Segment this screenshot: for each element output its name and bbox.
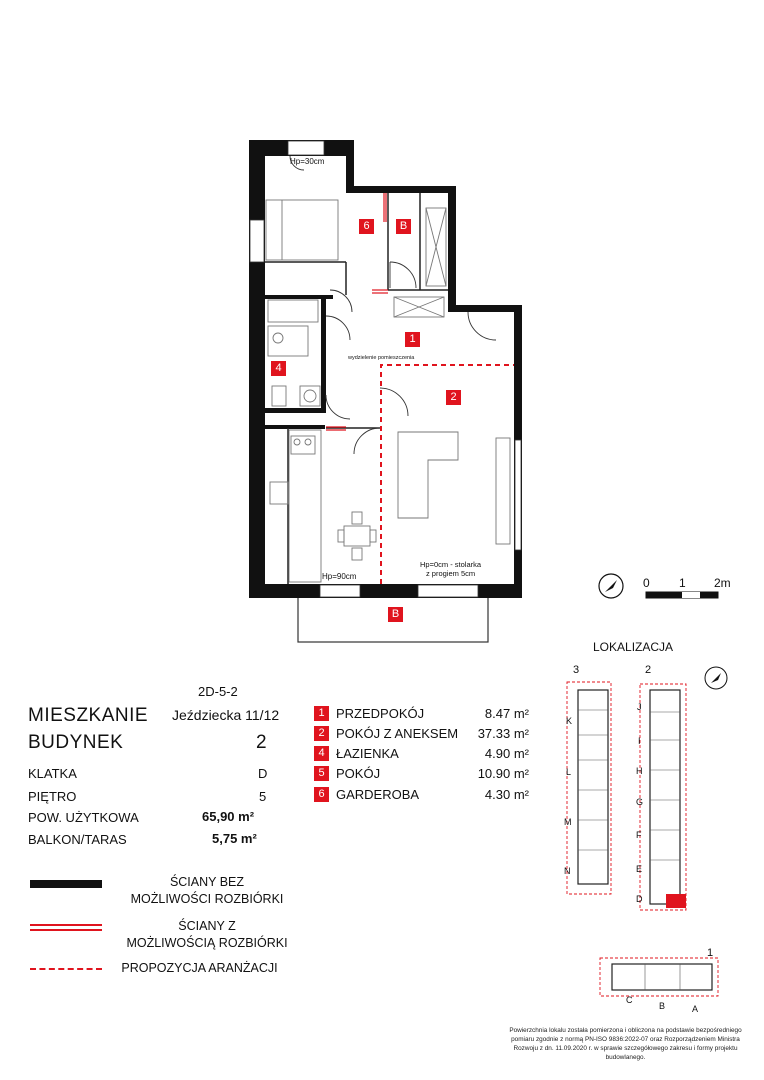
stair-label-g: G bbox=[636, 797, 644, 807]
legend-proposal-swatch bbox=[30, 968, 102, 970]
hp-kitchen-label: Hp=90cm bbox=[322, 572, 357, 581]
room-area: 10.90 m² bbox=[477, 766, 529, 781]
room-marker-2: 2 bbox=[446, 390, 461, 405]
room-marker-balcony: B bbox=[388, 607, 403, 622]
stair-label-m: M bbox=[564, 817, 572, 827]
legend-fixed-walls: ŚCIANY BEZ MOŻLIWOŚCI ROZBIÓRKI bbox=[130, 875, 284, 906]
inner-walls bbox=[265, 193, 448, 584]
pietro-label: PIĘTRO bbox=[28, 789, 77, 804]
hp-living-label: Hp=0cm - stolarka z progiem 5cm bbox=[420, 560, 482, 578]
scale-label-1: 1 bbox=[679, 576, 686, 590]
proposal-lines bbox=[380, 364, 514, 584]
footnote: Powierzchnia lokalu została pomierzona i… bbox=[509, 1027, 742, 1061]
stair-label-a: A bbox=[692, 1004, 699, 1014]
stair-label-e: E bbox=[636, 864, 643, 874]
stair-label-k: K bbox=[566, 716, 573, 726]
building-number-1: 1 bbox=[707, 947, 714, 959]
room-marker-1: 1 bbox=[405, 332, 420, 347]
room-area: 4.90 m² bbox=[484, 746, 529, 761]
room-area: 4.30 m² bbox=[484, 787, 529, 802]
hall-note: wydzielenie pomieszczenia bbox=[348, 355, 415, 361]
room-area: 37.33 m² bbox=[477, 726, 529, 741]
room-name: POKÓJ Z ANEKSEM bbox=[336, 726, 459, 741]
room-name: POKÓJ bbox=[336, 766, 381, 781]
legend-proposal: PROPOZYCJA ARANŻACJI bbox=[121, 961, 278, 975]
room-row: 2 POKÓJ Z ANEKSEM 37.33 m² bbox=[314, 726, 529, 744]
mieszkanie-label: MIESZKANIE bbox=[28, 705, 149, 726]
room-number: 2 bbox=[314, 726, 329, 741]
stair-label-n: N bbox=[564, 866, 571, 876]
room-row: 5 POKÓJ 10.90 m² bbox=[314, 766, 529, 784]
room-marker-4: 4 bbox=[271, 361, 286, 376]
localization-title: LOKALIZACJA bbox=[593, 640, 674, 654]
budynek-label: BUDYNEK bbox=[28, 732, 124, 753]
legend-removable-wall-swatch-bottom bbox=[30, 929, 102, 931]
scale-label-0: 0 bbox=[643, 576, 650, 590]
klatka-value: D bbox=[258, 766, 268, 781]
room-number: 6 bbox=[314, 787, 329, 802]
stair-label-f: F bbox=[636, 830, 642, 840]
room-row: 1 PRZEDPOKÓJ 8.47 m² bbox=[314, 706, 529, 724]
room-row: 4 ŁAZIENKA 4.90 m² bbox=[314, 746, 529, 764]
apartment-address: Jeździecka 11/12 bbox=[172, 707, 280, 723]
building-number-3: 3 bbox=[573, 664, 580, 676]
pow-uzytkowa-value: 65,90 m² bbox=[202, 809, 255, 824]
building-number-2: 2 bbox=[645, 664, 652, 676]
compass-icon bbox=[598, 573, 624, 599]
room-marker-5: 6 bbox=[359, 219, 374, 234]
hp-bedroom-label: Hp=30cm bbox=[290, 157, 325, 166]
scale-label-2m: 2m bbox=[714, 576, 731, 590]
legend-removable-walls: ŚCIANY Z MOŻLIWOŚCIĄ ROZBIÓRKI bbox=[126, 919, 288, 950]
klatka-label: KLATKA bbox=[28, 766, 77, 781]
stair-label-d: D bbox=[636, 894, 643, 904]
scale-bar bbox=[645, 591, 719, 599]
room-row: 6 GARDEROBA 4.30 m² bbox=[314, 787, 529, 805]
room-name: ŁAZIENKA bbox=[336, 746, 399, 761]
balkon-value: 5,75 m² bbox=[212, 831, 257, 846]
stair-label-l: L bbox=[566, 767, 572, 777]
balkon-label: BALKON/TARAS bbox=[28, 832, 127, 847]
room-number: 5 bbox=[314, 766, 329, 781]
room-name: GARDEROBA bbox=[336, 787, 420, 802]
removable-walls bbox=[326, 193, 388, 431]
pietro-value: 5 bbox=[259, 789, 267, 804]
stair-label-j: J bbox=[637, 702, 642, 712]
furniture bbox=[265, 199, 511, 583]
room-number: 1 bbox=[314, 706, 329, 721]
legend-fixed-wall-swatch bbox=[30, 880, 102, 888]
stair-label-h: H bbox=[636, 766, 643, 776]
room-area: 8.47 m² bbox=[484, 706, 529, 721]
legend-removable-wall-swatch-top bbox=[30, 924, 102, 926]
apartment-code: 2D-5-2 bbox=[198, 684, 238, 699]
pow-uzytkowa-label: POW. UŻYTKOWA bbox=[28, 810, 139, 825]
stair-label-i: I bbox=[638, 736, 641, 746]
stair-label-b: B bbox=[659, 1001, 666, 1011]
stair-label-c: C bbox=[626, 995, 633, 1005]
windows bbox=[249, 140, 522, 598]
room-number: 4 bbox=[314, 746, 329, 761]
doors bbox=[289, 155, 497, 455]
room-marker-6: B bbox=[396, 219, 411, 234]
room-name: PRZEDPOKÓJ bbox=[336, 706, 425, 721]
budynek-value: 2 bbox=[256, 732, 268, 753]
